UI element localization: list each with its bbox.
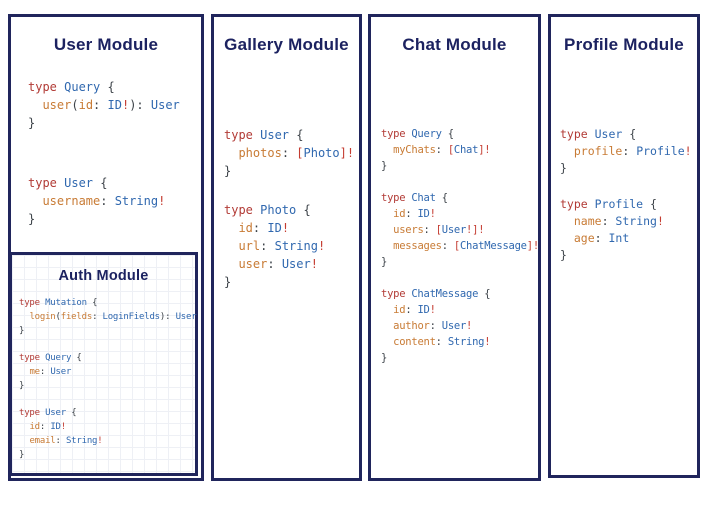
auth-module-code: type Mutation { login(fields: LoginField… (19, 298, 197, 460)
panel-auth-module: Auth Module type Mutation { login(fields… (9, 252, 198, 476)
auth-module-title: Auth Module (58, 268, 149, 284)
user-module-title: User Module (53, 35, 159, 54)
profile-module-code: type User { profile: Profile!}type Profi… (560, 127, 692, 262)
chat-module-title: Chat Module (402, 35, 507, 54)
profile-module-title: Profile Module (564, 35, 684, 54)
panel-profile-module: Profile Module type User { profile: Prof… (548, 14, 700, 478)
gallery-module-title: Gallery Module (224, 35, 349, 54)
user-module-code: type Query { user(id: ID!): User}type Us… (28, 80, 180, 226)
panel-gallery-module: Gallery Module type User { photos: [Phot… (211, 14, 362, 481)
gallery-module-code: type User { photos: [Photo]!}type Photo … (224, 128, 355, 289)
chat-module-code: type Query { myChats: [Chat]!}type Chat … (381, 128, 539, 364)
panel-chat-module: Chat Module type Query { myChats: [Chat]… (368, 14, 541, 481)
